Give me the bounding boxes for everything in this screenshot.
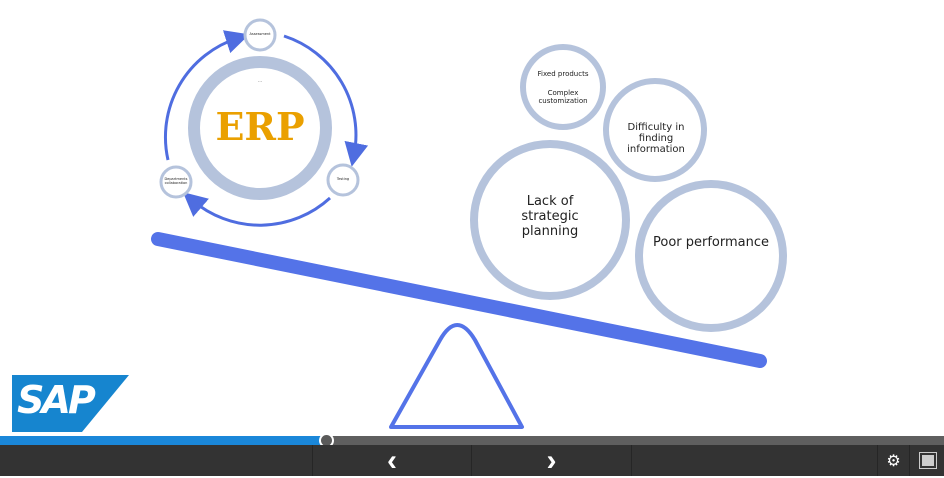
chevron-left-icon: ‹ [387, 443, 397, 477]
slide-graphics [12, 18, 787, 432]
cycle-node-assessment: Assessment [249, 32, 271, 36]
player-toolbar: ‹ › ⚙ [0, 443, 944, 477]
progress-bar[interactable] [0, 433, 944, 448]
problem-finding-information: Difficulty in finding information [627, 122, 685, 155]
departments-circle [159, 165, 193, 199]
settings-button[interactable]: ⚙ [877, 445, 909, 476]
chevron-right-icon: › [546, 443, 557, 477]
finding-circle [603, 78, 707, 182]
sap-logo-text: SAP [17, 378, 96, 422]
problem-poor-performance: Poor performance [652, 235, 770, 250]
cycle-arrow-3 [163, 30, 250, 161]
sap-logo-shape [12, 375, 129, 432]
testing-circle [326, 163, 360, 197]
fullscreen-button[interactable] [909, 445, 944, 476]
problem-fixed-products: Fixed products [537, 70, 589, 78]
erp-circle [188, 56, 332, 200]
prev-button[interactable]: ‹ [312, 443, 471, 477]
seesaw-beam [151, 232, 767, 368]
erp-title: ERP [215, 104, 305, 149]
planning-circle [470, 140, 630, 300]
cycle-arrow-2 [182, 192, 332, 227]
problem-strategic-planning: Lack of strategic planning [521, 194, 579, 239]
performance-circle [635, 180, 787, 332]
slide-canvas: ERP ... Assessment Testing Departments c… [12, 18, 787, 432]
assessment-circle [243, 18, 277, 52]
fixed-products-circle [520, 44, 606, 130]
progress-fill [0, 436, 326, 445]
cycle-arrow-1 [283, 34, 369, 167]
erp-inner-note: ... [258, 78, 262, 83]
problem-complex-customization: Complex customization [538, 89, 588, 105]
gear-icon: ⚙ [886, 452, 901, 470]
cycle-node-testing: Testing [336, 177, 350, 181]
next-button[interactable]: › [471, 443, 632, 477]
cycle-node-departments: Departments collaboration [164, 177, 188, 185]
fullscreen-icon [918, 452, 937, 469]
seesaw-fulcrum [389, 323, 524, 429]
